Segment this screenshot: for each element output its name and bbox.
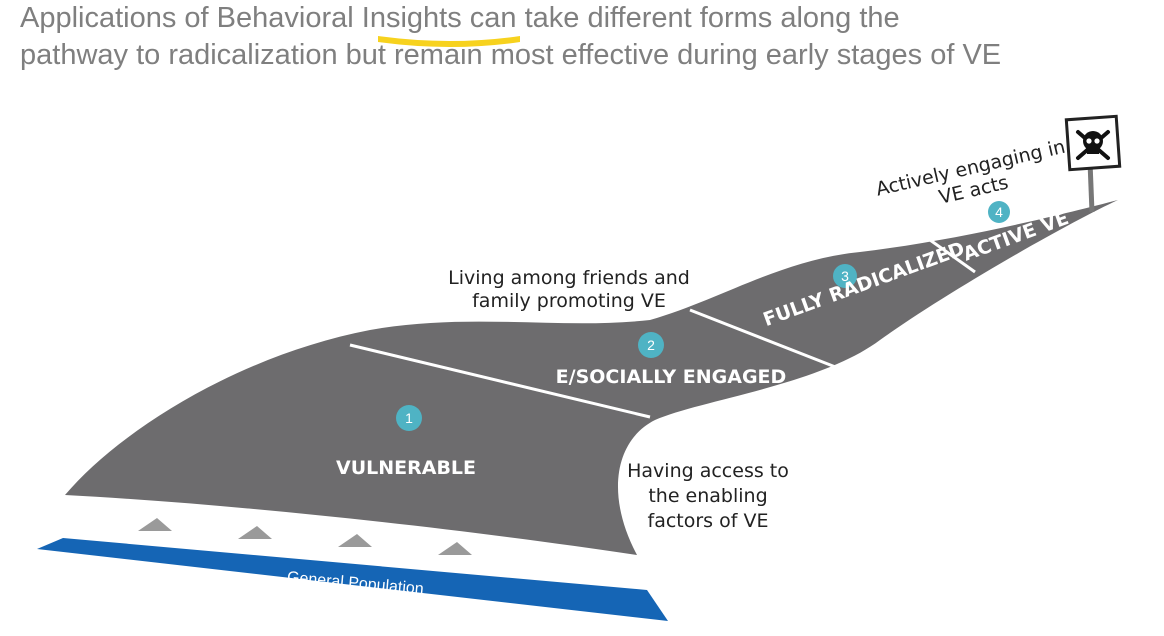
pathway-road bbox=[65, 200, 1118, 555]
general-population-bar bbox=[37, 538, 668, 621]
stage-4-badge: 4 bbox=[988, 201, 1010, 223]
up-arrow-icon bbox=[238, 526, 272, 539]
divider-1-2 bbox=[349, 343, 651, 419]
svg-text:3: 3 bbox=[841, 268, 849, 284]
divider-2-3 bbox=[689, 308, 839, 370]
annotation-access-line-1: Having access to bbox=[627, 460, 789, 482]
annotation-friends-line-2: family promoting VE bbox=[472, 290, 666, 312]
skull-crossbones-icon bbox=[1064, 114, 1122, 213]
svg-text:4: 4 bbox=[995, 204, 1003, 220]
highlight-mark bbox=[378, 36, 520, 47]
stage-2-label: E/SOCIALLY ENGAGED bbox=[556, 366, 787, 388]
svg-text:2: 2 bbox=[647, 337, 655, 353]
stage-1-badge: 1 bbox=[396, 405, 422, 431]
slide-title-line-2: pathway to radicalization but remain mos… bbox=[20, 39, 1002, 71]
up-arrow-icon bbox=[438, 542, 472, 555]
stage-3-badge: 3 bbox=[833, 264, 857, 288]
annotation-access-line-3: factors of VE bbox=[648, 510, 769, 532]
annotation-friends-line-1: Living among friends and bbox=[448, 267, 690, 289]
up-arrow-icon bbox=[338, 534, 372, 547]
stage-1-label: VULNERABLE bbox=[336, 457, 476, 479]
slide-title: Applications of Behavioral Insights can … bbox=[20, 0, 1160, 74]
annotation-access-line-2: the enabling bbox=[648, 485, 767, 507]
divider-3-4 bbox=[929, 238, 976, 274]
svg-text:1: 1 bbox=[405, 410, 413, 426]
stage-2-badge: 2 bbox=[638, 332, 664, 358]
slide-title-line-1: Applications of Behavioral Insights can … bbox=[20, 2, 900, 34]
up-arrow-icon bbox=[138, 518, 172, 531]
